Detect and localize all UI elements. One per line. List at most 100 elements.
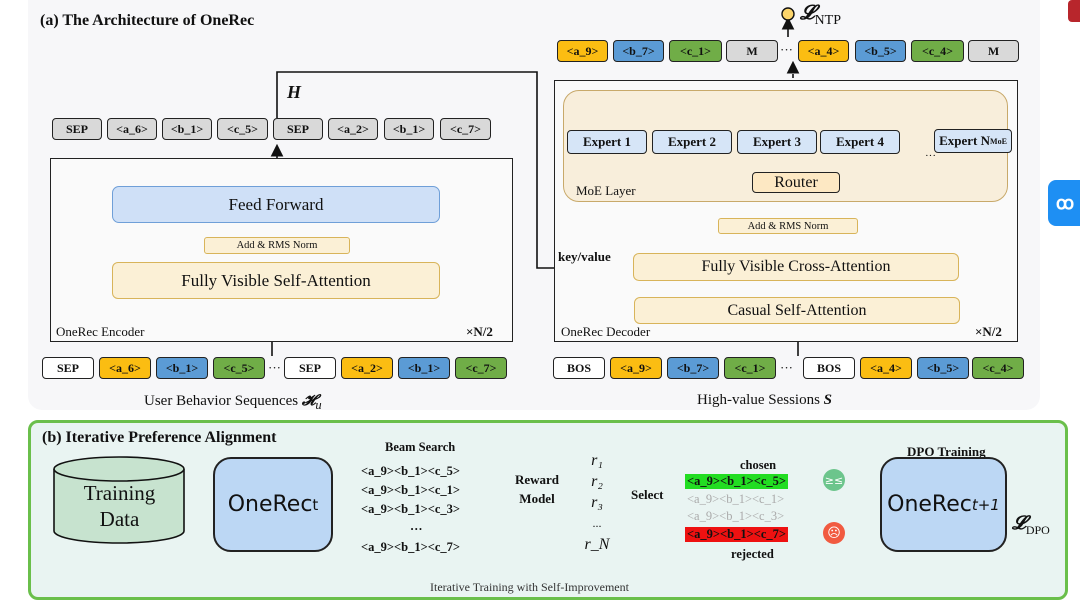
decoder-repeat: ×N/2	[975, 324, 1002, 339]
decoder-output-token: <a_4>	[798, 40, 849, 62]
ntp-loss-label: 𝓛NTP	[800, 2, 841, 29]
ntp-loss-node	[781, 7, 795, 21]
decoder-input-token: <a_9>	[610, 357, 662, 379]
decoder-input-token: <b_5>	[917, 357, 969, 379]
experts-ellipsis: ···	[925, 150, 936, 162]
expert-3: Expert 3	[737, 130, 817, 154]
encoder-input-token: <c_7>	[455, 357, 507, 379]
ntp-loss-sub: NTP	[814, 13, 841, 28]
cloud-link-icon[interactable]: ꝏ	[1048, 180, 1080, 226]
happy-face-icon: ≥≤	[823, 469, 845, 491]
decoder-output-token: <c_4>	[911, 40, 964, 62]
reward-score: r₃	[591, 494, 603, 511]
encoder-output-token: <b_1>	[162, 118, 212, 140]
rejected-candidate: <a_9><b_1><c_7>	[685, 527, 788, 542]
decoder-input-token: <c_1>	[724, 357, 776, 379]
select-label: Select	[631, 487, 664, 502]
training-data-line1: Training	[83, 481, 156, 505]
moe-layer-label: MoE Layer	[576, 183, 636, 198]
decoder-output-token: <c_1>	[669, 40, 722, 62]
encoder-input-token: <a_2>	[341, 357, 393, 379]
beam-result: <a_9><b_1><c_1>	[361, 483, 460, 497]
ntp-loss-symbol: 𝓛	[800, 2, 815, 24]
hidden-state-label: H	[287, 82, 302, 102]
expert-1: Expert 1	[567, 130, 647, 154]
expert-n-sub: MoE	[990, 136, 1007, 146]
onerec-t-sub: t	[312, 495, 319, 514]
encoder-output-token: <c_5>	[217, 118, 268, 140]
reward-score: ...	[592, 516, 602, 530]
reward-score: r₂	[591, 473, 603, 490]
expert-4: Expert 4	[820, 130, 900, 154]
key-value-label: key/value	[558, 249, 611, 264]
side-widget-button[interactable]	[1068, 0, 1080, 22]
feedback-label: Iterative Training with Self-Improvement	[430, 580, 629, 594]
encoder-input-token: <c_5>	[213, 357, 265, 379]
decoder-input-token: BOS	[803, 357, 855, 379]
decoder-input-token: <c_4>	[972, 357, 1024, 379]
decoder-output-token: M	[726, 40, 778, 62]
reward-score: r_N	[584, 536, 610, 553]
causal-self-attention: Casual Self-Attention	[634, 297, 960, 324]
encoder-output-token: <b_1>	[384, 118, 434, 140]
encoder-caption-sub: u	[315, 398, 322, 412]
encoder-output-token: <a_2>	[328, 118, 378, 140]
beam-search-title: Beam Search	[385, 440, 456, 454]
decoder-input-token: <b_7>	[667, 357, 719, 379]
preference-alignment-title: (b) Iterative Preference Alignment	[42, 429, 277, 446]
dpo-loss-symbol: 𝓛	[1012, 513, 1026, 534]
encoder-add-norm: Add & RMS Norm	[204, 237, 350, 254]
decoder-caption-text: High-value Sessions	[697, 392, 820, 408]
decoder-output-ellipsis: ···	[780, 42, 793, 57]
database-icon	[53, 456, 185, 544]
encoder-caption: User Behavior Sequences 𝓗u	[144, 392, 322, 413]
decoder-output-token: <b_7>	[613, 40, 664, 62]
encoder-output-token: <c_7>	[440, 118, 491, 140]
training-data-line2: Data	[99, 507, 140, 531]
decoder-output-token: <b_5>	[855, 40, 906, 62]
encoder-self-attention: Fully Visible Self-Attention	[112, 262, 440, 299]
architecture-title: (a) The Architecture of OneRec	[40, 12, 255, 29]
decoder-output-token: M	[968, 40, 1019, 62]
encoder-input-token: <b_1>	[398, 357, 450, 379]
beam-result: <a_9><b_1><c_3>	[361, 502, 460, 516]
neutral-candidate: <a_9><b_1><c_3>	[687, 509, 785, 523]
encoder-input-token: <b_1>	[156, 357, 208, 379]
expert-n-text: Expert N	[939, 133, 991, 148]
dpo-loss-label: 𝓛DPO	[1012, 513, 1050, 538]
decoder-output-token: <a_9>	[557, 40, 608, 62]
encoder-output-token: SEP	[273, 118, 323, 140]
dpo-loss-sub: DPO	[1025, 522, 1050, 537]
decoder-input-ellipsis: ···	[780, 360, 793, 375]
expert-2: Expert 2	[652, 130, 732, 154]
cross-attention: Fully Visible Cross-Attention	[633, 253, 959, 281]
reward-score: r₁	[591, 452, 603, 469]
encoder-output-token: <a_6>	[107, 118, 157, 140]
chosen-candidate: <a_9><b_1><c_5>	[685, 474, 788, 489]
decoder-caption: High-value Sessions S	[697, 392, 832, 409]
reward-model-line1: Reward	[514, 472, 560, 487]
beam-result: …	[410, 519, 423, 533]
rejected-label: rejected	[731, 547, 774, 561]
encoder-label: OneRec Encoder	[56, 324, 145, 339]
chosen-label: chosen	[740, 458, 777, 472]
decoder-add-norm: Add & RMS Norm	[718, 218, 858, 234]
onerec-t-label: OneRec	[227, 492, 313, 517]
neutral-candidate: <a_9><b_1><c_1>	[687, 492, 785, 506]
sad-face-icon: ☹	[823, 522, 845, 544]
encoder-input-token: <a_6>	[99, 357, 151, 379]
reward-model-label: Reward Model	[508, 470, 566, 508]
decoder-input-token: BOS	[553, 357, 605, 379]
encoder-ellipsis: ···	[268, 360, 281, 375]
encoder-feed-forward: Feed Forward	[112, 186, 440, 223]
router: Router	[752, 172, 840, 193]
onerec-next-sub: t+1	[971, 495, 1000, 514]
dpo-training-title: DPO Training	[907, 444, 986, 459]
reward-scores: r₁ r₂ r₃ ... r_N	[582, 450, 612, 555]
decoder-caption-symbol: S	[823, 392, 833, 408]
encoder-caption-symbol: 𝓗	[301, 393, 316, 409]
decoder-label: OneRec Decoder	[561, 324, 651, 339]
